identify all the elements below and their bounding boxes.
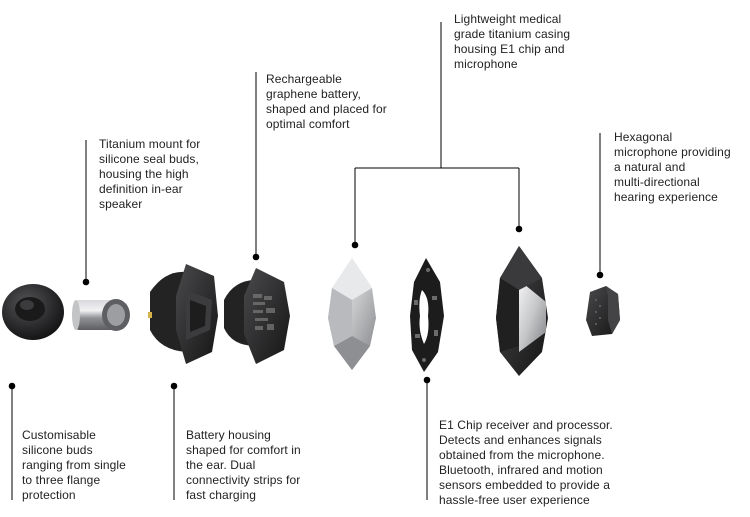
dot-chip — [423, 376, 431, 384]
battery-housing-part — [148, 264, 218, 364]
callout-microphone: Hexagonal microphone providing a natural… — [614, 130, 746, 205]
callout-line: optimal comfort — [266, 117, 350, 131]
callout-titanium-casing: Lightweight medical grade titanium casin… — [454, 12, 614, 72]
callout-line: fast charging — [186, 488, 257, 502]
callout-battery-housing: Battery housing shaped for comfort in th… — [186, 428, 336, 503]
callout-silicone-buds: Customisable silicone buds ranging from … — [22, 428, 152, 503]
callout-line: Customisable — [22, 428, 96, 442]
callout-line: protection — [22, 488, 76, 502]
dot-housing — [170, 382, 178, 390]
callout-e1-chip: E1 Chip receiver and processor. Detects … — [439, 418, 639, 508]
callout-line: graphene battery, — [266, 87, 361, 101]
callout-line: Battery housing — [186, 428, 271, 442]
titanium-casing-left-part — [328, 258, 376, 370]
callout-line: definition in-ear — [99, 182, 183, 196]
callout-line: E1 Chip receiver and processor. — [439, 418, 613, 432]
callout-line: hassle-free user experience — [439, 493, 590, 507]
callout-line: Bluetooth, infrared and motion — [439, 463, 603, 477]
silicone-bud-part — [2, 284, 64, 340]
callout-line: grade titanium casing — [454, 27, 571, 41]
callout-line: housing E1 chip and — [454, 42, 565, 56]
dot-casing-right — [515, 225, 523, 233]
callout-line: sensors embedded to provide a — [439, 478, 611, 492]
callout-line: microphone providing — [614, 145, 731, 159]
callout-line: Detects and enhances signals — [439, 433, 602, 447]
callout-line: speaker — [99, 197, 143, 211]
callout-line: silicone seal buds, — [99, 152, 199, 166]
titanium-mount-part — [72, 299, 130, 331]
callout-line: Hexagonal — [614, 130, 673, 144]
dot-mount — [82, 278, 90, 286]
callout-line: shaped and placed for — [266, 102, 387, 116]
leader-lines — [11, 22, 601, 500]
callout-line: Titanium mount for — [99, 137, 201, 151]
callout-line: to three flange — [22, 473, 101, 487]
callout-line: housing the high — [99, 167, 189, 181]
callout-line: silicone buds — [22, 443, 93, 457]
titanium-casing-right-part — [496, 246, 548, 376]
dot-casing-left — [351, 241, 359, 249]
dot-battery — [252, 253, 260, 261]
callout-line: Rechargeable — [266, 72, 342, 86]
hexagonal-microphone-part — [586, 286, 620, 336]
callout-battery: Rechargeable graphene battery, shaped an… — [266, 72, 416, 132]
callout-line: shaped for comfort in — [186, 443, 301, 457]
callout-line: obtained from the microphone. — [439, 448, 605, 462]
leader-dots — [8, 225, 604, 390]
callout-line: ranging from single — [22, 458, 126, 472]
battery-part — [224, 268, 290, 364]
callout-line: connectivity strips for — [186, 473, 301, 487]
callout-line: Lightweight medical — [454, 12, 562, 26]
dot-microphone — [596, 271, 604, 279]
dot-buds — [8, 382, 16, 390]
callout-titanium-mount: Titanium mount for silicone seal buds, h… — [99, 137, 239, 212]
callout-line: multi-directional — [614, 175, 700, 189]
callout-line: microphone — [454, 57, 518, 71]
callout-line: hearing experience — [614, 190, 718, 204]
callout-line: the ear. Dual — [186, 458, 256, 472]
callout-line: a natural and — [614, 160, 686, 174]
e1-chip-part — [410, 258, 444, 372]
